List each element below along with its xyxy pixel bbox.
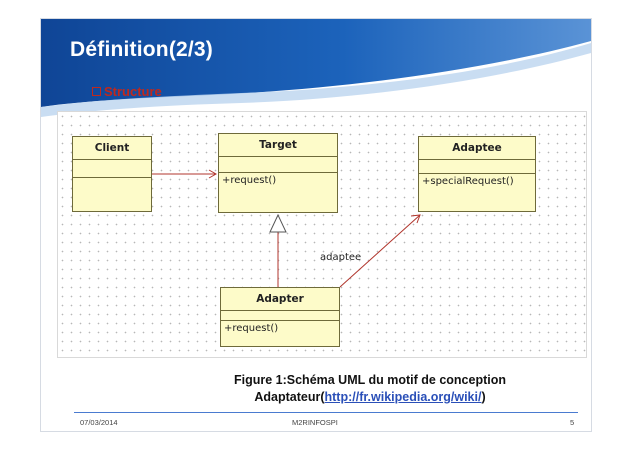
caption-suffix: ) bbox=[481, 390, 486, 404]
association-label: adaptee bbox=[320, 252, 362, 263]
adapter-adaptee-association bbox=[339, 214, 421, 288]
footer-center-text: M2RINFOSPI bbox=[292, 418, 338, 427]
caption-prefix: Adaptateur( bbox=[254, 390, 325, 404]
page-number: 5 bbox=[570, 418, 575, 427]
operation-request: +request() bbox=[224, 323, 279, 334]
class-name-client: Client bbox=[73, 137, 151, 160]
footer-date: 07/03/2014 bbox=[80, 418, 118, 427]
footer-divider bbox=[74, 412, 578, 413]
diagram-connectors bbox=[152, 169, 421, 288]
class-name-target: Target bbox=[219, 134, 337, 157]
class-operations: +specialRequest() bbox=[419, 174, 535, 212]
wikipedia-link[interactable]: http://fr.wikipedia.org/wiki/ bbox=[324, 390, 482, 404]
class-attributes bbox=[73, 160, 151, 178]
uml-diagram: Client Target +request() Adaptee +specia… bbox=[57, 111, 587, 358]
class-name-adapter: Adapter bbox=[221, 288, 339, 311]
class-attributes bbox=[419, 160, 535, 174]
client-target-association bbox=[152, 169, 218, 179]
slide-title: Définition(2/3) bbox=[70, 38, 213, 61]
operation-special-request: +specialRequest() bbox=[422, 176, 514, 187]
caption-line-1: Figure 1:Schéma UML du motif de concepti… bbox=[233, 373, 506, 387]
class-operations: +request() bbox=[219, 173, 337, 213]
class-target: Target +request() bbox=[218, 133, 338, 213]
generalization-arrow bbox=[269, 213, 287, 287]
class-adapter: Adapter +request() bbox=[220, 287, 340, 347]
class-attributes bbox=[221, 311, 339, 321]
header-background bbox=[41, 19, 591, 117]
class-client: Client bbox=[72, 136, 152, 212]
subtitle-text: Structure bbox=[104, 84, 162, 99]
operation-request: +request() bbox=[222, 175, 277, 186]
class-name-adaptee: Adaptee bbox=[419, 137, 535, 160]
class-operations: +request() bbox=[221, 321, 339, 347]
caption-line-2: Adaptateur(http://fr.wikipedia.org/wiki/… bbox=[130, 389, 610, 406]
subtitle: Structure bbox=[92, 84, 162, 99]
checkbox-bullet-icon bbox=[92, 87, 101, 96]
figure-caption: Figure 1:Schéma UML du motif de concepti… bbox=[130, 372, 610, 406]
class-adaptee: Adaptee +specialRequest() bbox=[418, 136, 536, 212]
class-attributes bbox=[219, 157, 337, 173]
